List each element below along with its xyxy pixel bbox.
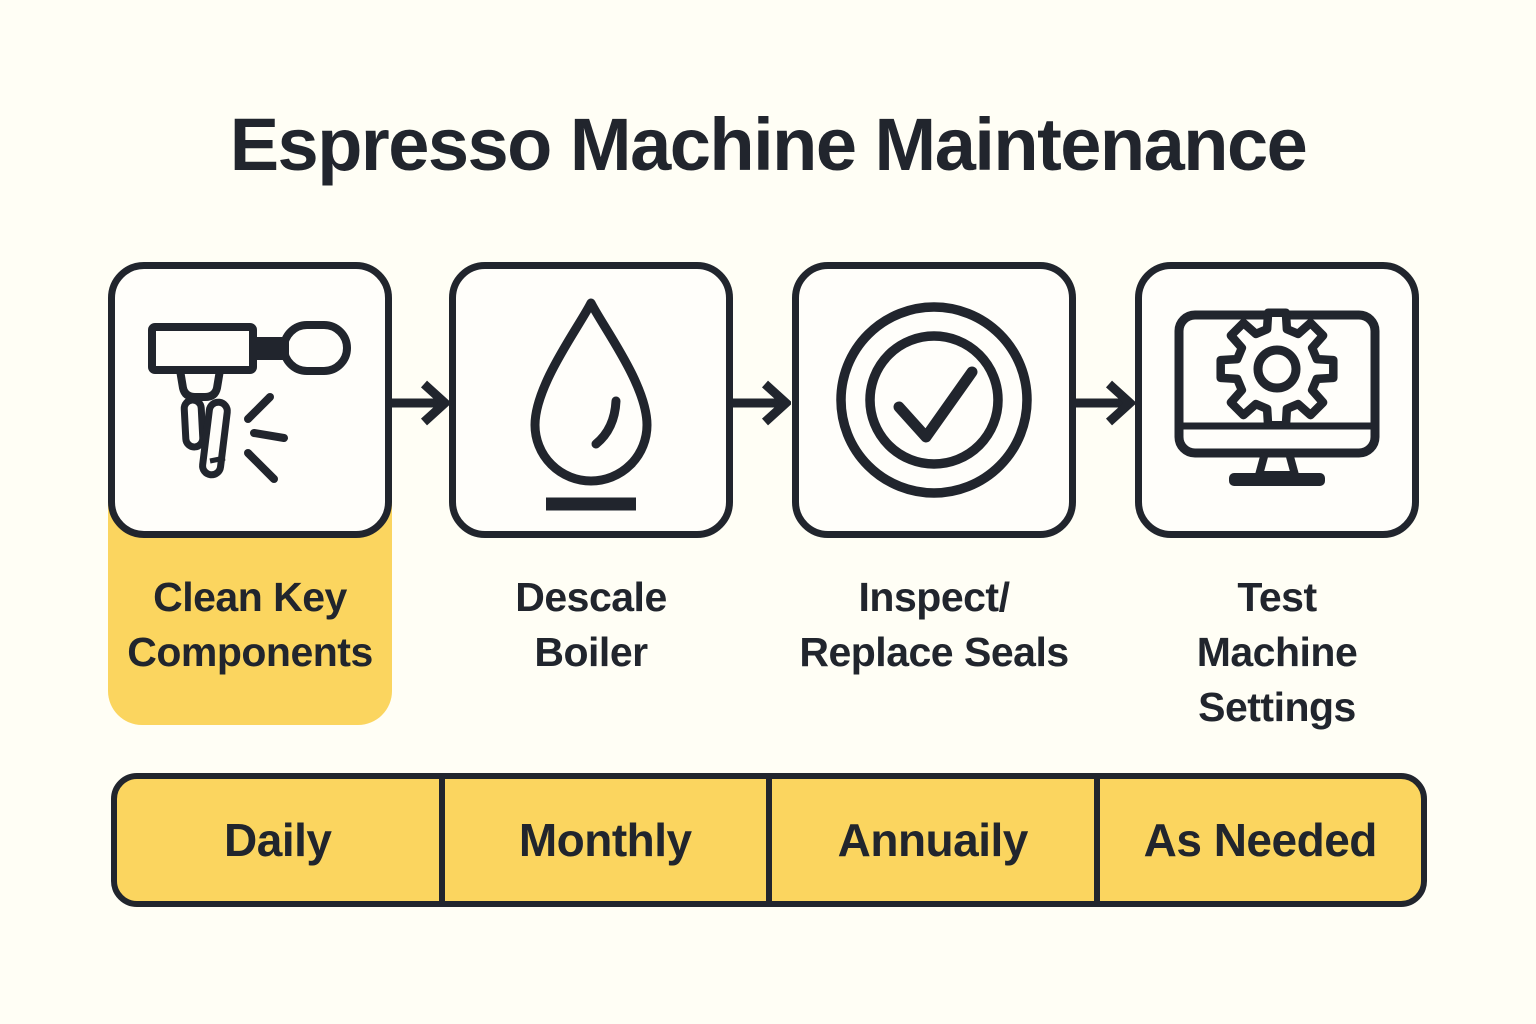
step-label-line: Boiler [534,629,648,675]
frequency-cell-daily: Daily [224,814,332,866]
frequency-cell-annually: Annuaily [766,779,1094,901]
step-card-test-machine-settings [1135,262,1419,538]
step-label-inspect-replace-seals: Inspect/ Replace Seals [792,570,1076,680]
step-label-clean-key-components: Clean Key Components [108,570,392,680]
flow-arrow-icon [390,380,450,426]
portafilter-clean-icon [148,321,351,483]
step-card-inspect-replace-seals [792,262,1076,538]
flow-arrow-icon [731,380,791,426]
flow-arrow-icon [1075,380,1135,426]
seal-check-icon [836,302,1032,498]
step-label-line: Settings [1198,684,1356,730]
step-label-test-machine-settings: Test Machine Settings [1135,570,1419,735]
step-label-line: Inspect/ [858,574,1010,620]
frequency-bar: Daily Monthly Annuaily As Needed [111,773,1427,907]
step-label-line: Components [127,629,373,675]
step-label-line: Clean Key [153,574,347,620]
monitor-gear-icon [1174,308,1380,486]
step-label-line: Test [1237,574,1317,620]
step-label-line: Descale [515,574,667,620]
step-card-clean-key-components [108,262,392,538]
page-title: Espresso Machine Maintenance [229,103,1308,186]
water-drop-icon [530,298,652,511]
step-card-descale-boiler [449,262,733,538]
step-label-line: Replace Seals [799,629,1069,675]
step-label-descale-boiler: Descale Boiler [449,570,733,680]
frequency-cell-monthly: Monthly [438,779,767,901]
frequency-cell-as-needed: As Needed [1093,779,1422,901]
step-label-line: Machine [1196,629,1358,675]
